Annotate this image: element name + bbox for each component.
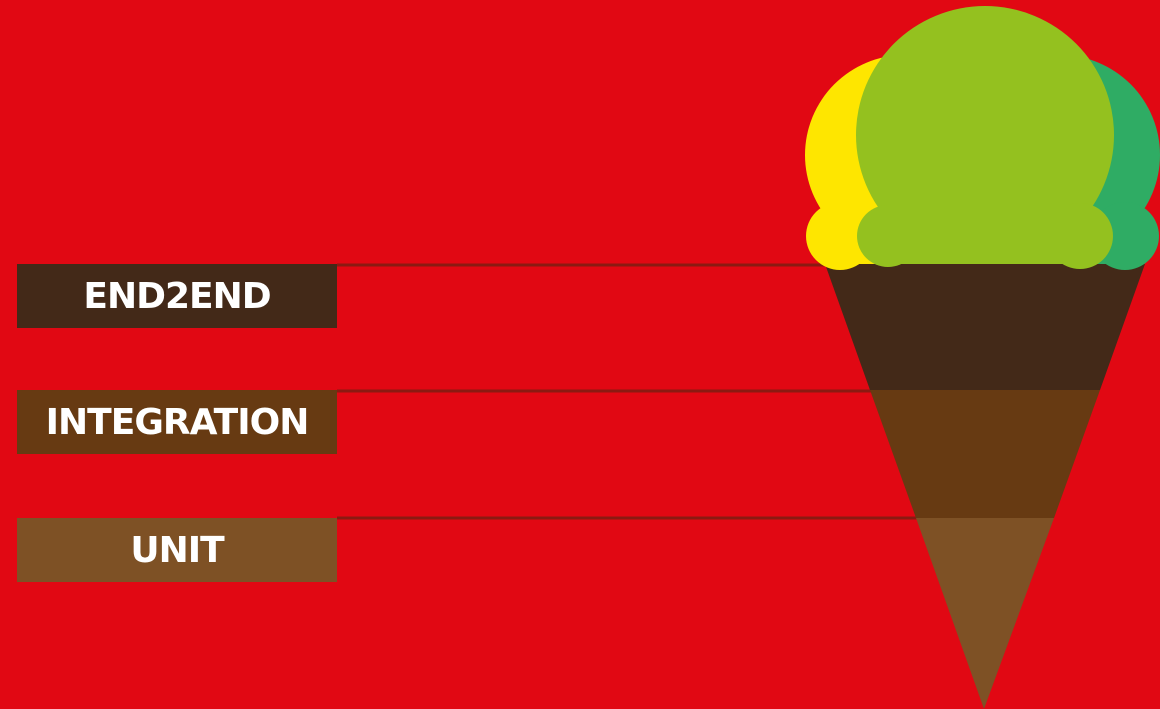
label-end2end: END2END (17, 264, 337, 328)
cone-band-integration (870, 390, 1100, 518)
label-unit: UNIT (17, 518, 337, 582)
cone-band-unit (916, 518, 1054, 709)
scoop-center (856, 6, 1114, 269)
label-integration: INTEGRATION (17, 390, 337, 454)
cone-band-end2end (825, 264, 1145, 390)
